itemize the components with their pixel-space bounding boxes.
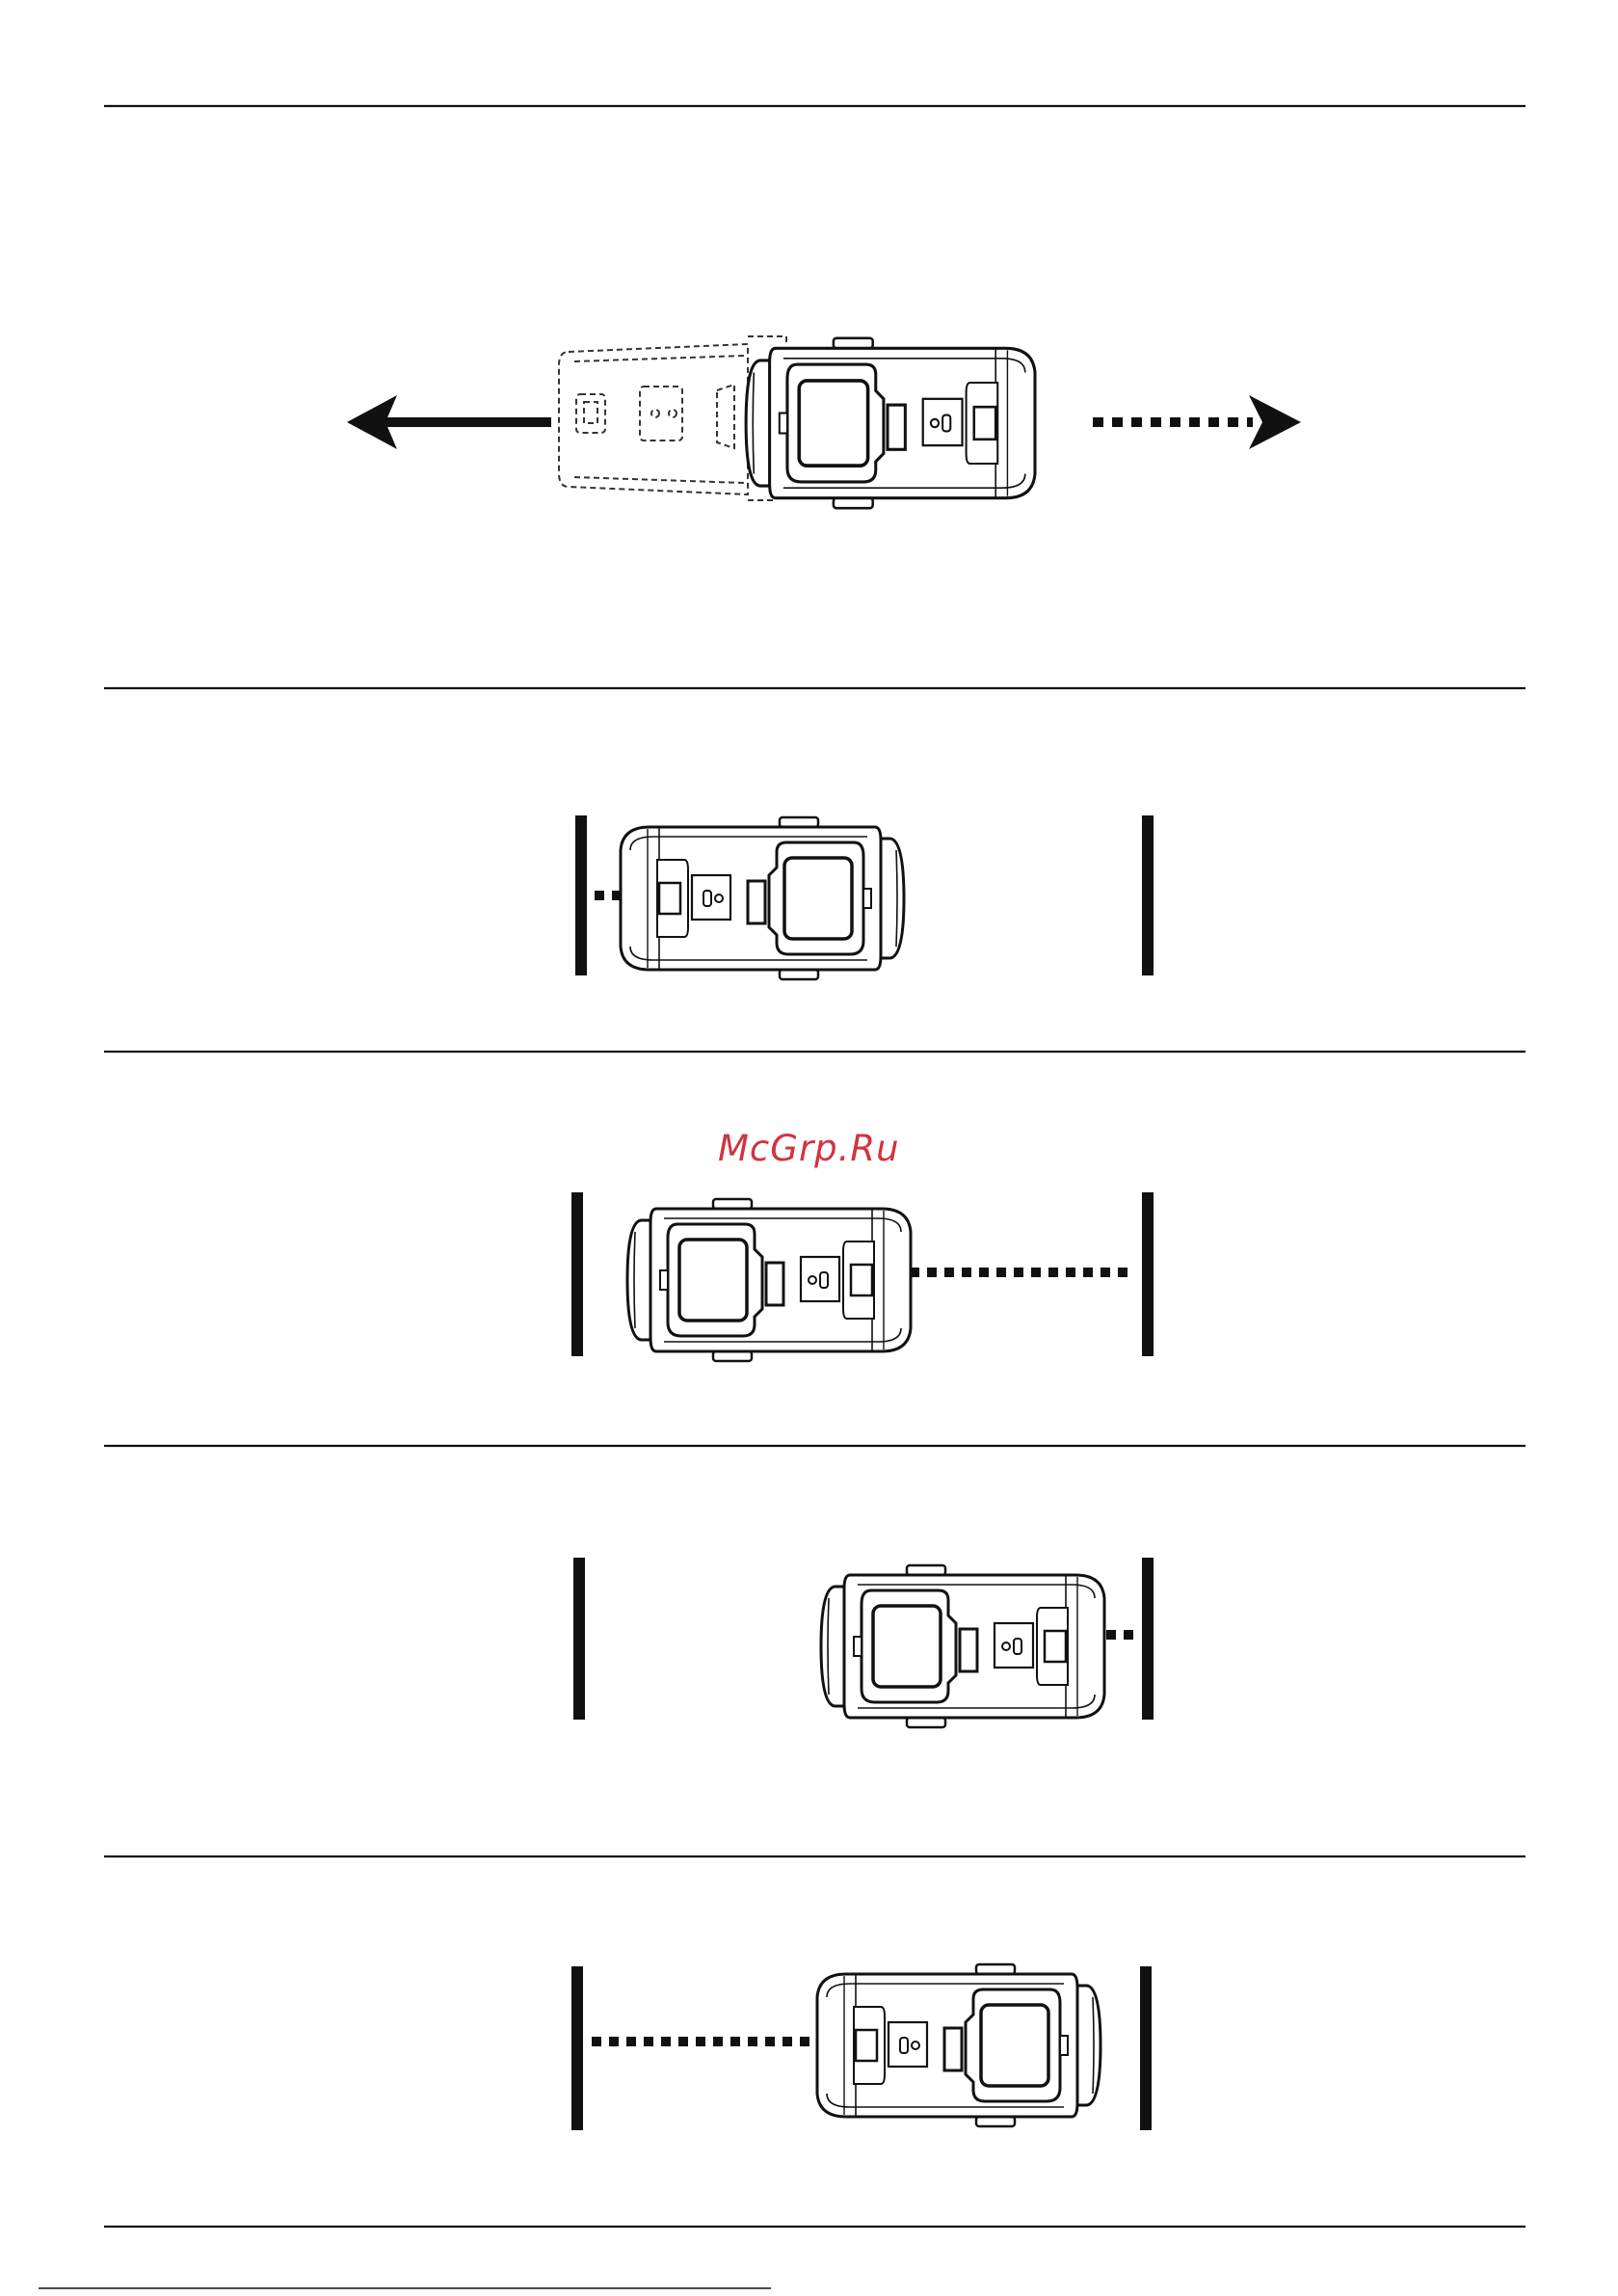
wall-bar-icon — [1142, 1558, 1154, 1720]
arrow-left-icon — [347, 395, 551, 449]
device-icon — [746, 338, 1035, 508]
panel-2 — [575, 815, 1154, 979]
device-icon — [821, 1565, 1104, 1727]
arrow-right-icon — [1093, 395, 1301, 449]
panel-1 — [347, 336, 1301, 508]
wall-bar-icon — [1142, 815, 1154, 975]
wall-bar-icon — [575, 815, 587, 975]
watermark: McGrp.Ru — [718, 1128, 900, 1169]
device-icon — [817, 1964, 1101, 2126]
device-icon — [627, 1199, 911, 1361]
wall-bar-icon — [1142, 1192, 1154, 1356]
wall-bar-icon — [571, 1966, 583, 2130]
panel-4 — [573, 1558, 1154, 1727]
wall-bar-icon — [571, 1192, 583, 1356]
wall-bar-icon — [1140, 1966, 1152, 2130]
panel-5 — [571, 1964, 1152, 2130]
device-icon — [621, 817, 904, 979]
wall-bar-icon — [573, 1558, 585, 1720]
panel-3 — [571, 1192, 1154, 1361]
